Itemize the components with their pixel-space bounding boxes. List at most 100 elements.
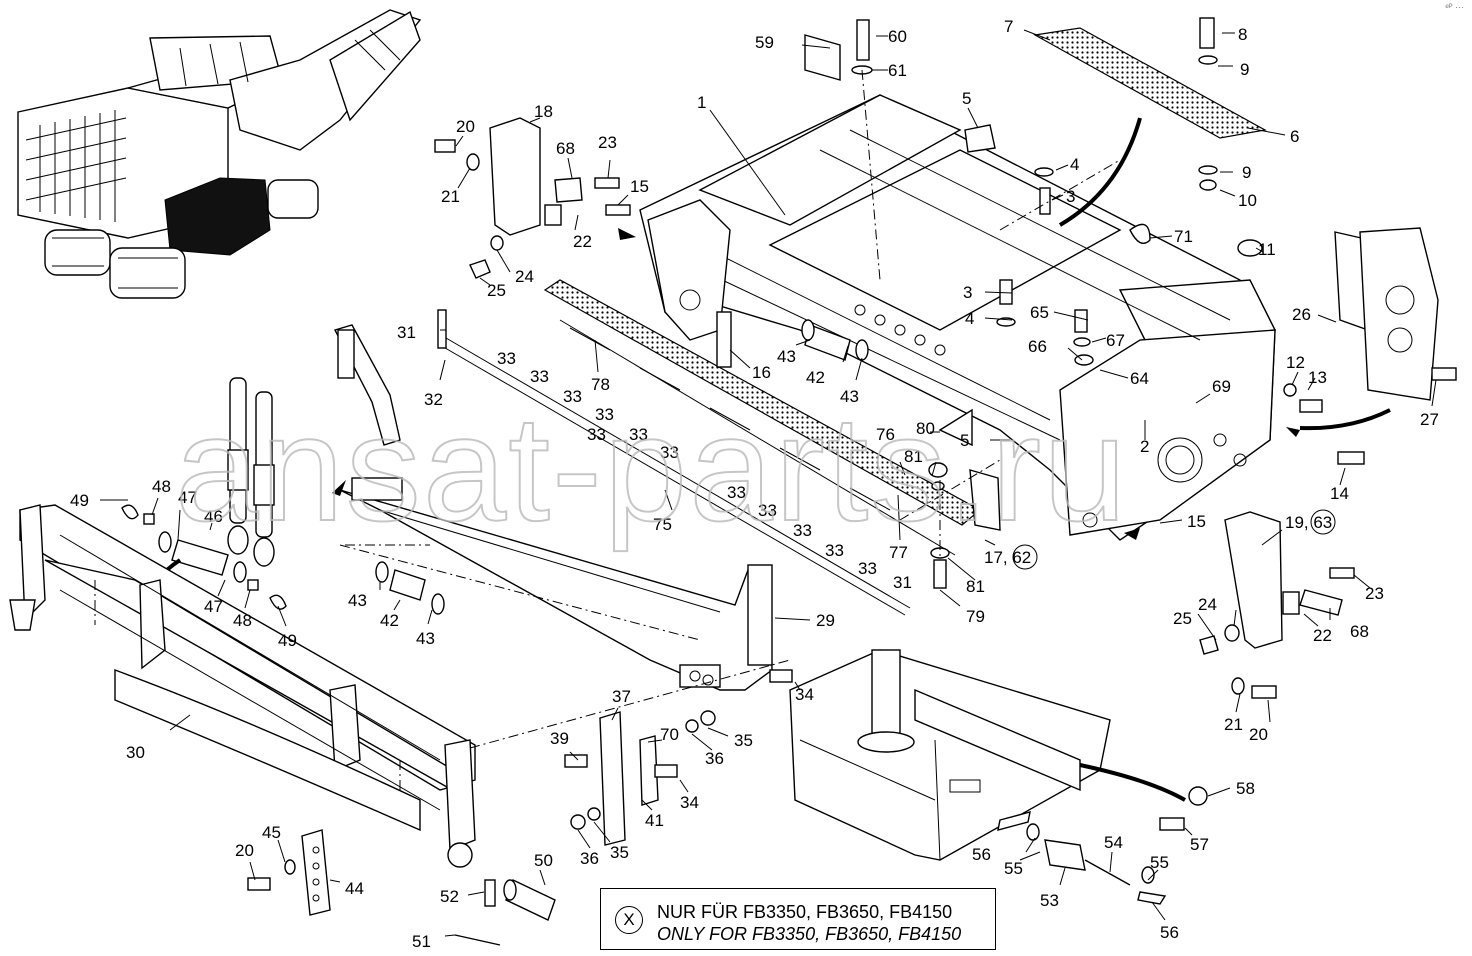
watermark: ansat-parts.ru xyxy=(175,384,1128,552)
callout-50: 50 xyxy=(534,851,553,870)
callout-55: 55 xyxy=(1004,859,1023,878)
note-symbol-x: X xyxy=(615,906,643,934)
callout-2: 2 xyxy=(1140,437,1149,456)
callout-20: 20 xyxy=(456,117,475,136)
callout-27: 27 xyxy=(1420,410,1439,429)
callout-20: 20 xyxy=(235,841,254,860)
callout-33: 33 xyxy=(629,425,648,444)
callout-6: 6 xyxy=(1290,127,1299,146)
callout-46: 46 xyxy=(204,507,223,526)
callout-43: 43 xyxy=(777,347,796,366)
callout-37: 37 xyxy=(612,687,631,706)
callout-70: 70 xyxy=(660,725,679,744)
callout-labels: 1 2 3 3 4 4 5 5 6 7 8 9 9 10 11 12 13 14… xyxy=(70,17,1439,951)
callout-36: 36 xyxy=(705,749,724,768)
callout-58: 58 xyxy=(1236,779,1255,798)
callout-33: 33 xyxy=(660,443,679,462)
callout-24: 24 xyxy=(1198,595,1217,614)
side-plates-right xyxy=(1283,227,1457,465)
bottom-assembly xyxy=(789,649,1208,905)
callout-41: 41 xyxy=(645,811,664,830)
center-small-parts xyxy=(345,69,1121,749)
callout-15: 15 xyxy=(630,177,649,196)
callout-71: 71 xyxy=(1174,227,1193,246)
callout-80: 80 xyxy=(916,419,935,438)
callout-78: 78 xyxy=(591,375,610,394)
callout-7: 7 xyxy=(1004,17,1013,36)
callout-5: 5 xyxy=(960,431,969,450)
center-brackets xyxy=(564,710,716,846)
callout-56: 56 xyxy=(972,845,991,864)
callout-34: 34 xyxy=(680,793,699,812)
callout-52: 52 xyxy=(440,887,459,906)
left-brackets xyxy=(434,117,631,279)
callout-54: 54 xyxy=(1104,833,1123,852)
note-english-line: ONLY FOR FB3350, FB3650, FB4150 xyxy=(657,924,962,944)
callout-9: 9 xyxy=(1242,163,1251,182)
machine-overview xyxy=(17,9,422,299)
model-note-box: X NUR FÜR FB3350, FB3650, FB4150 ONLY FO… xyxy=(600,888,996,950)
callout-33: 33 xyxy=(858,559,877,578)
callout-13: 13 xyxy=(1308,368,1327,387)
callout-26: 26 xyxy=(1292,305,1311,324)
leader-lines xyxy=(100,29,1437,937)
note-german-line: NUR FÜR FB3350, FB3650, FB4150 xyxy=(657,902,953,922)
callout-9: 9 xyxy=(1240,60,1249,79)
cylinders xyxy=(227,377,275,567)
top-small-parts xyxy=(804,17,1267,366)
front-bumper-frame xyxy=(9,504,476,868)
callout-47: 47 xyxy=(204,597,223,616)
callout-23: 23 xyxy=(598,133,617,152)
callout-64: 64 xyxy=(1130,369,1149,388)
callout-20: 20 xyxy=(1249,725,1268,744)
callout-75: 75 xyxy=(653,515,672,534)
callout-42: 42 xyxy=(806,368,825,387)
callout-22: 22 xyxy=(1313,626,1332,645)
callout-29: 29 xyxy=(816,611,835,630)
arrows xyxy=(332,228,1300,540)
callout-25: 25 xyxy=(487,281,506,300)
callout-81: 81 xyxy=(966,577,985,596)
callout-45: 45 xyxy=(262,823,281,842)
callout-33: 33 xyxy=(530,367,549,386)
callout-5: 5 xyxy=(962,89,971,108)
callout-47: 47 xyxy=(178,488,197,507)
callout-16: 16 xyxy=(752,363,771,382)
callout-57: 57 xyxy=(1190,835,1209,854)
callout-43: 43 xyxy=(840,387,859,406)
callout-33: 33 xyxy=(727,483,746,502)
callout-14: 14 xyxy=(1330,484,1349,503)
callout-48: 48 xyxy=(152,477,171,496)
callout-18: 18 xyxy=(534,102,553,121)
callout-48: 48 xyxy=(233,611,252,630)
callout-77: 77 xyxy=(889,543,908,562)
callout-1: 1 xyxy=(697,93,706,112)
callout-68: 68 xyxy=(1350,622,1369,641)
callout-53: 53 xyxy=(1040,891,1059,910)
callout-69: 69 xyxy=(1212,377,1231,396)
callout-32: 32 xyxy=(424,390,443,409)
callout-81: 81 xyxy=(904,447,923,466)
callout-43: 43 xyxy=(416,629,435,648)
callout-4: 4 xyxy=(1070,155,1079,174)
callout-66: 66 xyxy=(1028,337,1047,356)
callout-33: 33 xyxy=(595,405,614,424)
callout-62-circle xyxy=(1012,544,1038,570)
callout-60: 60 xyxy=(888,27,907,46)
callout-33: 33 xyxy=(587,425,606,444)
callout-33: 33 xyxy=(758,501,777,520)
lower-left-plate xyxy=(247,829,331,916)
callout-3: 3 xyxy=(963,283,972,302)
callout-11: 11 xyxy=(1258,240,1276,259)
callout-67: 67 xyxy=(1106,331,1125,350)
moldboard xyxy=(339,477,793,691)
callout-76: 76 xyxy=(876,425,895,444)
callout-10: 10 xyxy=(1238,191,1257,210)
callout-21: 21 xyxy=(441,187,460,206)
callout-33: 33 xyxy=(563,387,582,406)
callout-31: 31 xyxy=(893,573,912,592)
callout-31: 31 xyxy=(397,323,416,342)
callout-35: 35 xyxy=(610,843,629,862)
callout-3: 3 xyxy=(1066,187,1075,206)
callout-55: 55 xyxy=(1150,853,1169,872)
